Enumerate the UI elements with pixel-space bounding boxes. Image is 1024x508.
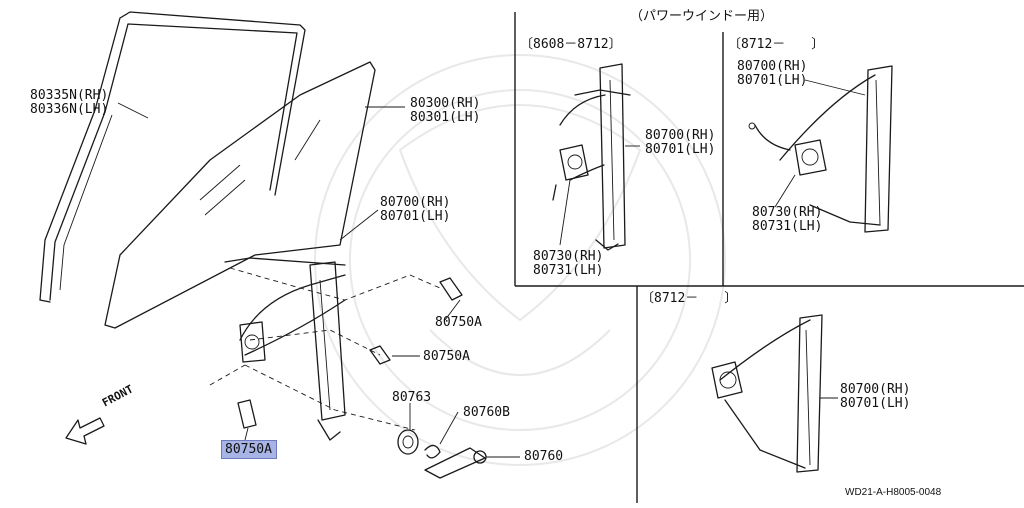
part-label-80750a-middle: 80750A [423,349,470,364]
pw-b-label-80700: 80700(RH) [737,59,808,74]
pw-a-label-80701: 80701(LH) [645,142,716,157]
part-label-80763: 80763 [392,390,432,405]
part-label-80336n: 80336N(LH) [30,102,109,117]
range-label-b: 〔8712－ 〕 [728,37,825,52]
diagram-reference-code: WD21-A-H8005-0048 [845,487,942,498]
pw-b-label-80701: 80701(LH) [737,73,808,88]
pw-regulator-a-drawing [552,63,631,251]
part-label-80700: 80700(RH) [380,195,451,210]
part-label-80301: 80301(LH) [410,110,481,125]
small-parts [237,277,487,479]
pw-a-label-80700: 80700(RH) [645,128,716,143]
range-label-c: 〔8712－ 〕 [641,291,738,306]
front-arrow [65,417,105,445]
power-window-heading: （パワーウインドー用） [630,9,774,24]
manual-b-label-80700: 80700(RH) [840,382,911,397]
part-label-80750a-highlighted[interactable]: 80750A [221,440,277,459]
part-label-80760b: 80760B [463,405,510,420]
pw-b-label-80730: 80730(RH) [752,205,823,220]
leader-lines [117,79,866,458]
watermark-emblem [314,54,726,466]
part-label-80701: 80701(LH) [380,209,451,224]
part-label-80300: 80300(RH) [410,96,481,111]
pw-b-label-80731: 80731(LH) [752,219,823,234]
door-sash-molding [39,11,306,303]
part-label-80760: 80760 [524,449,564,464]
part-label-80750a-upper: 80750A [435,315,482,330]
pw-regulator-b-drawing [748,65,893,233]
manual-b-label-80701: 80701(LH) [840,396,911,411]
door-glass [104,61,376,329]
part-label-80335n: 80335N(RH) [30,88,109,103]
manual-regulator [209,257,441,441]
range-label-a: 〔8608－8712〕 [520,37,622,52]
manual-regulator-b-drawing [711,314,823,473]
pw-a-label-80731: 80731(LH) [533,263,604,278]
pw-a-label-80730: 80730(RH) [533,249,604,264]
section-dividers [514,12,1024,503]
